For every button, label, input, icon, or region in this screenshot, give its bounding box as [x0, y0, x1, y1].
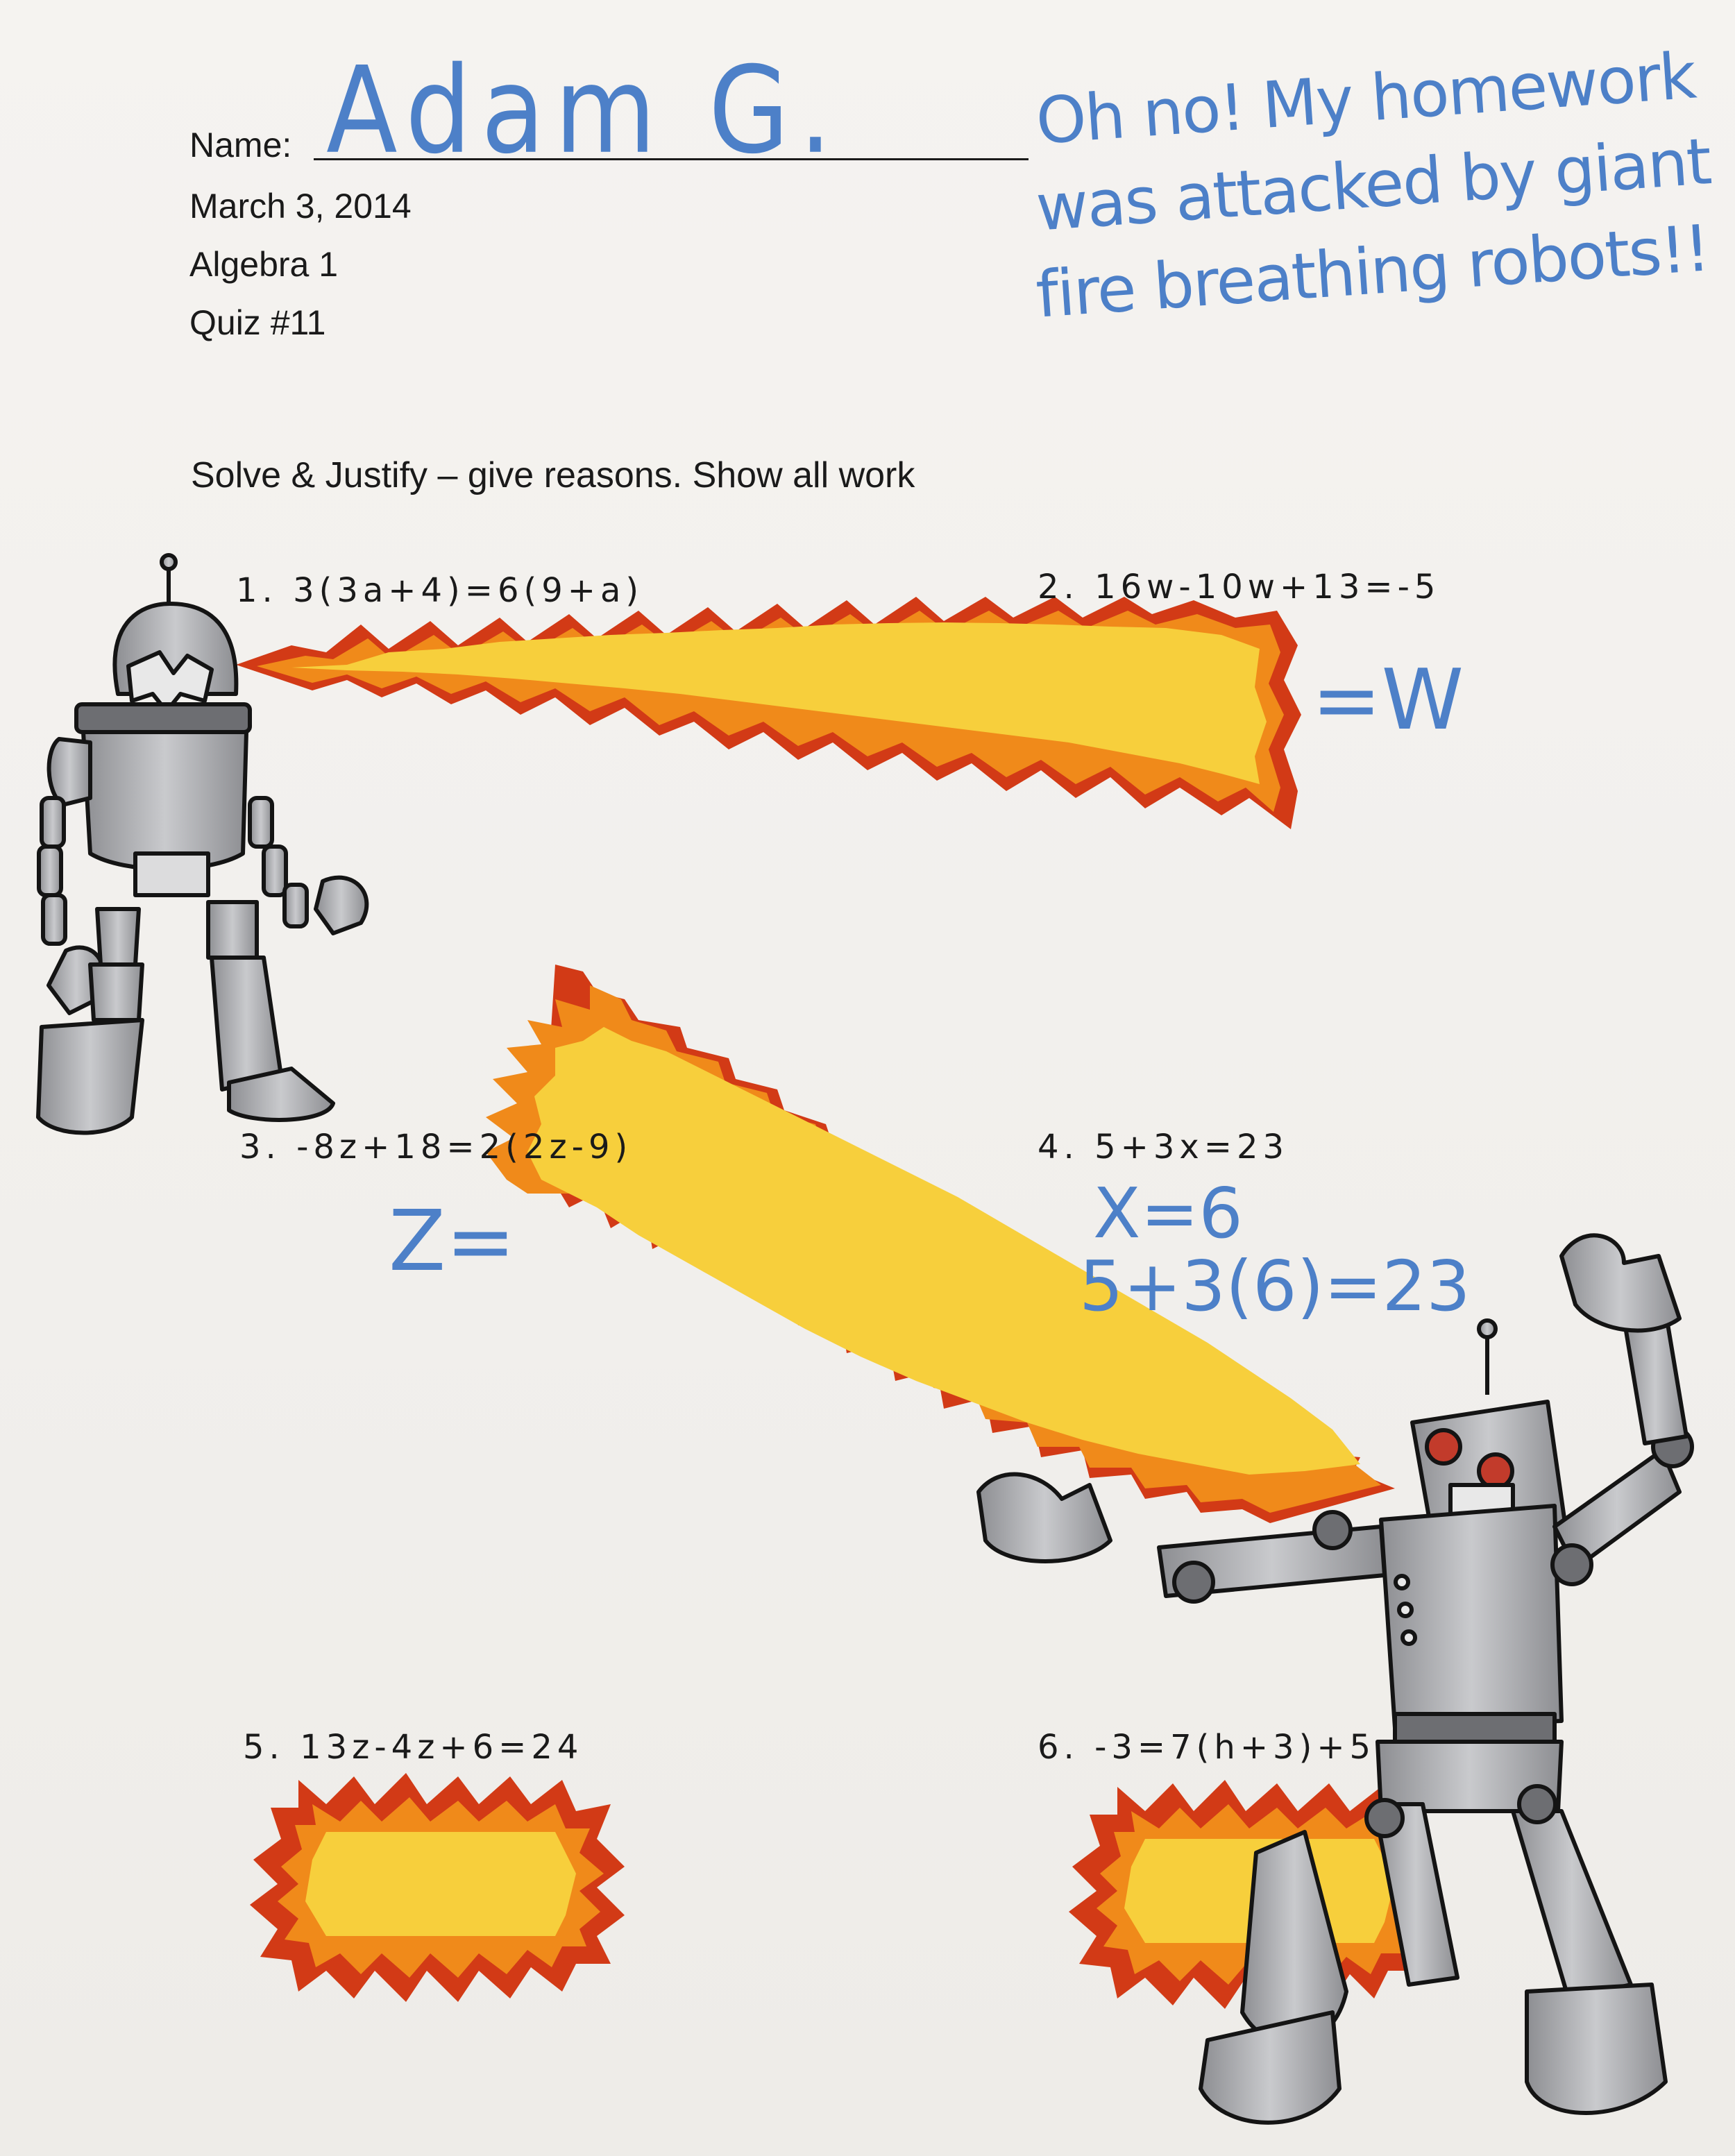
quiz-number: Quiz #11	[189, 303, 326, 342]
problem-4-equation: 5+3x=23	[1094, 1128, 1289, 1166]
answer-4-line-2: 5+3(6)=23	[1079, 1246, 1471, 1327]
problem-2-number: 2.	[1038, 568, 1079, 606]
problem-3: 3. -8z+18=2(2z-9)	[239, 1128, 632, 1166]
robot-right	[976, 1233, 1694, 2125]
answer-3-handwriting: Z=	[389, 1194, 516, 1290]
problem-6: 6. -3=7(h+3)+5	[1038, 1728, 1376, 1767]
name-label: Name:	[189, 126, 292, 164]
problem-1-number: 1.	[236, 571, 278, 610]
explosion-burst-left	[250, 1773, 625, 2002]
name-underline	[314, 158, 1029, 160]
problem-2: 2. 16w-10w+13=-5	[1038, 568, 1440, 606]
flame-top	[236, 597, 1301, 829]
problem-6-number: 6.	[1038, 1728, 1079, 1767]
problem-5: 5. 13z-4z+6=24	[243, 1728, 583, 1767]
problem-2-equation: 16w-10w+13=-5	[1094, 568, 1441, 606]
problem-1-equation: 3(3a+4)=6(9+a)	[293, 571, 644, 610]
problem-3-number: 3.	[239, 1128, 281, 1166]
student-name: Adam G.	[326, 42, 842, 181]
problem-5-equation: 13z-4z+6=24	[300, 1728, 584, 1767]
problem-5-number: 5.	[243, 1728, 285, 1767]
answer-2-handwriting: =W	[1312, 652, 1464, 749]
answer-4-line-1: X=6	[1093, 1173, 1243, 1254]
problem-3-equation: -8z+18=2(2z-9)	[296, 1128, 633, 1166]
course-name: Algebra 1	[189, 245, 339, 284]
quiz-date: March 3, 2014	[189, 187, 412, 226]
problem-1: 1. 3(3a+4)=6(9+a)	[236, 571, 643, 610]
problem-6-equation: -3=7(h+3)+5	[1094, 1728, 1376, 1767]
problem-4-number: 4.	[1038, 1128, 1079, 1166]
robot-left	[36, 553, 369, 1135]
problem-4: 4. 5+3x=23	[1038, 1128, 1289, 1166]
instructions: Solve & Justify – give reasons. Show all…	[191, 455, 915, 495]
flame-middle	[486, 965, 1395, 1523]
